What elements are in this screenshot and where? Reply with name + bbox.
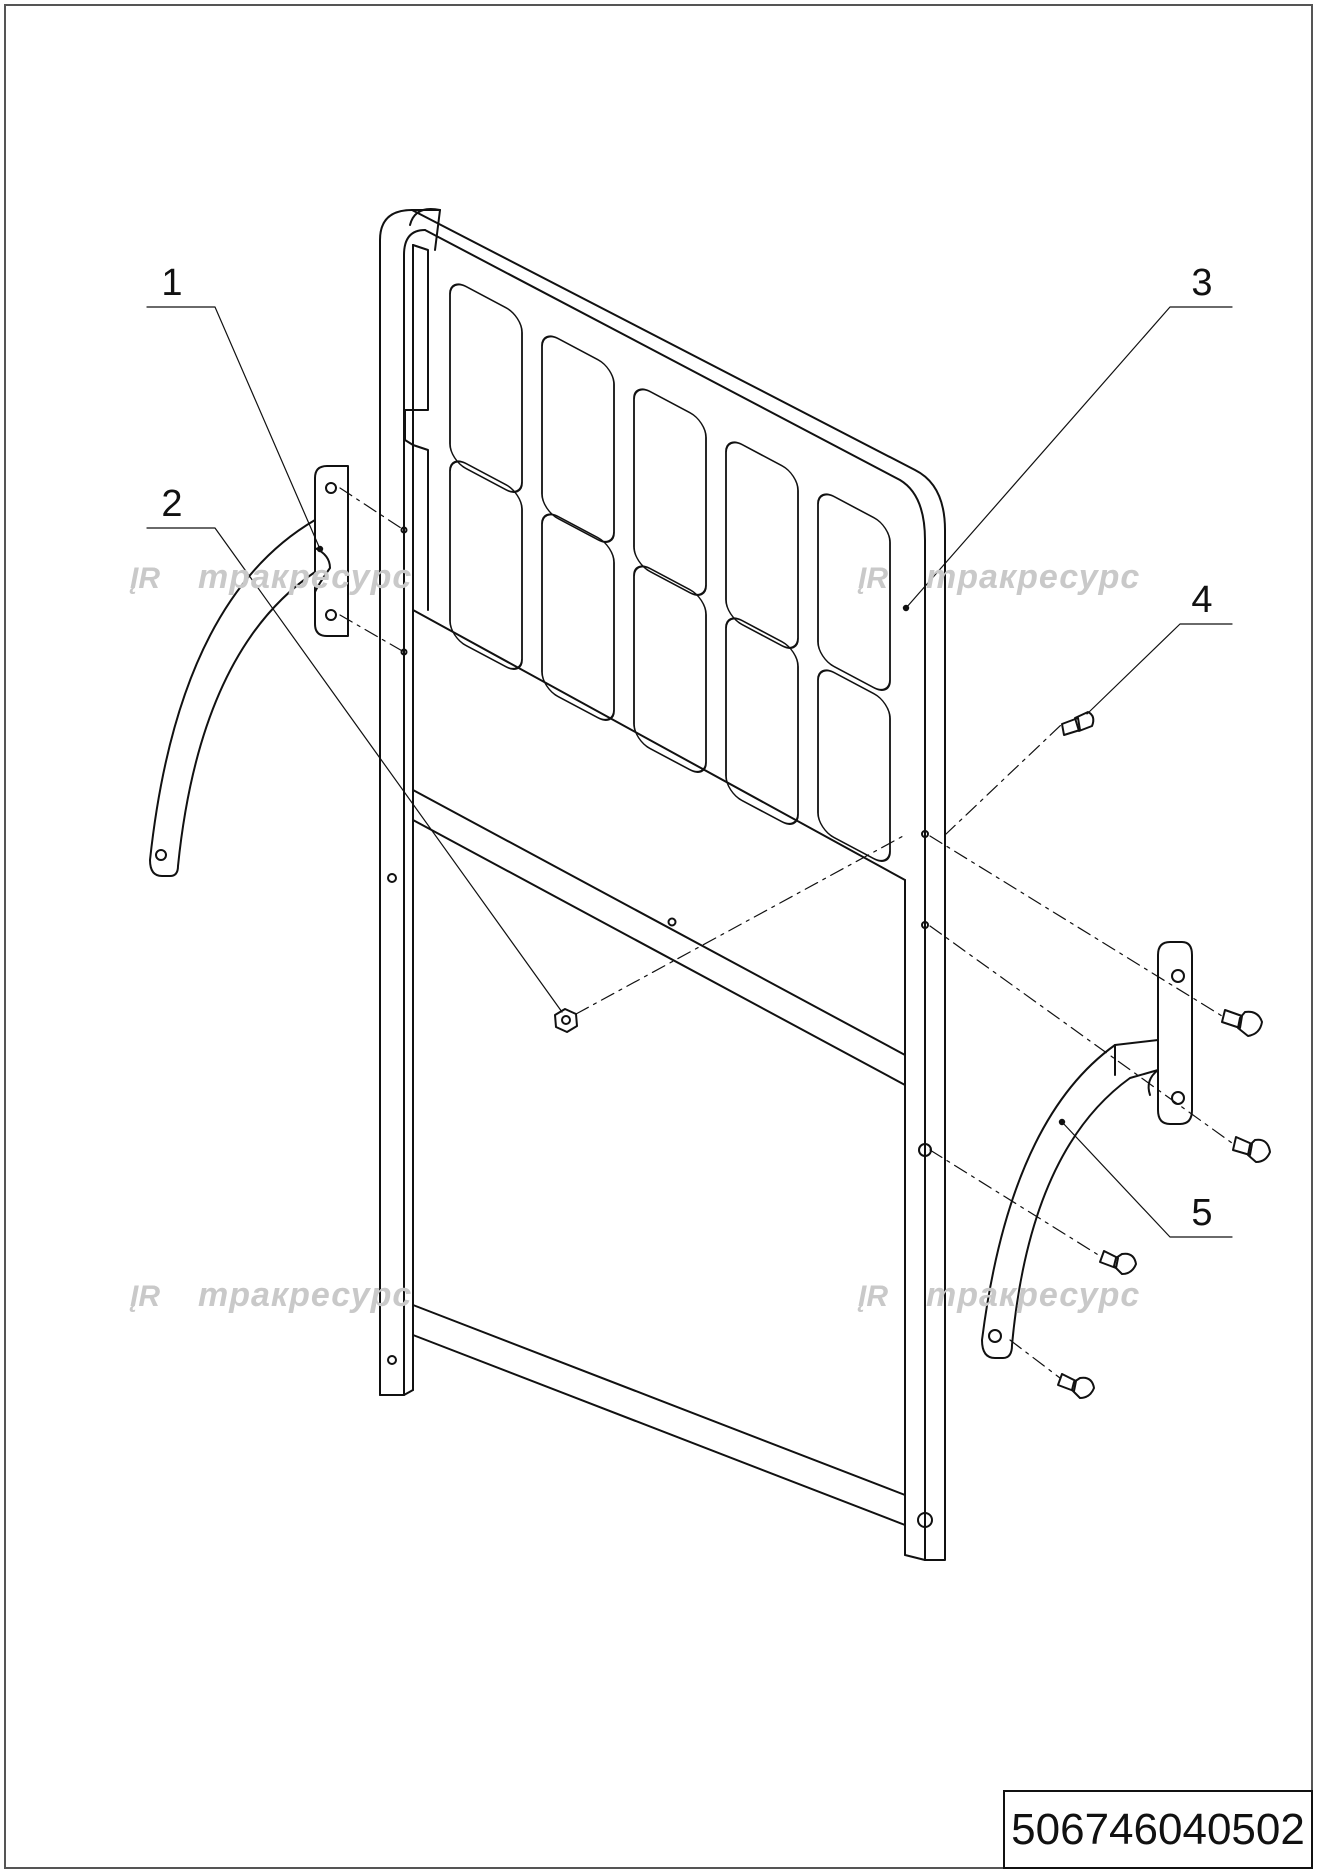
assembly-lines xyxy=(339,487,1233,1379)
callout-2: 2 xyxy=(161,483,182,525)
left-bracket-part-1 xyxy=(149,465,349,877)
right-bracket-part-5 xyxy=(981,941,1193,1359)
document-number: 506746040502 xyxy=(1011,1804,1305,1854)
panel-cutouts xyxy=(449,283,891,862)
fasteners xyxy=(554,711,1271,1399)
svg-text:ĮR: ĮR xyxy=(129,562,160,595)
callout-3: 3 xyxy=(1191,262,1212,304)
frame-part-3 xyxy=(379,208,946,1561)
watermark-bottom-left: ĮR тракресурс xyxy=(129,1276,412,1314)
callout-4: 4 xyxy=(1191,579,1212,621)
svg-text:тракресурс: тракресурс xyxy=(198,558,412,596)
svg-text:ĮR: ĮR xyxy=(129,1280,160,1313)
svg-text:ĮR: ĮR xyxy=(857,1280,888,1313)
watermark-top-right: ĮR тракресурс xyxy=(857,558,1140,596)
watermark-bottom-right: ĮR тракресурс xyxy=(857,1276,1140,1314)
svg-text:тракресурс: тракресурс xyxy=(926,558,1140,596)
document-number-box: 506746040502 xyxy=(1003,1790,1313,1869)
leader-lines xyxy=(146,306,1233,1238)
sheet-border xyxy=(4,4,1313,1869)
svg-text:тракресурс: тракресурс xyxy=(926,1276,1140,1314)
watermark-top-left: ĮR тракресурс xyxy=(129,558,412,596)
svg-text:тракресурс: тракресурс xyxy=(198,1276,412,1314)
svg-text:ĮR: ĮR xyxy=(857,562,888,595)
callout-1: 1 xyxy=(161,262,182,304)
callout-5: 5 xyxy=(1191,1192,1212,1234)
